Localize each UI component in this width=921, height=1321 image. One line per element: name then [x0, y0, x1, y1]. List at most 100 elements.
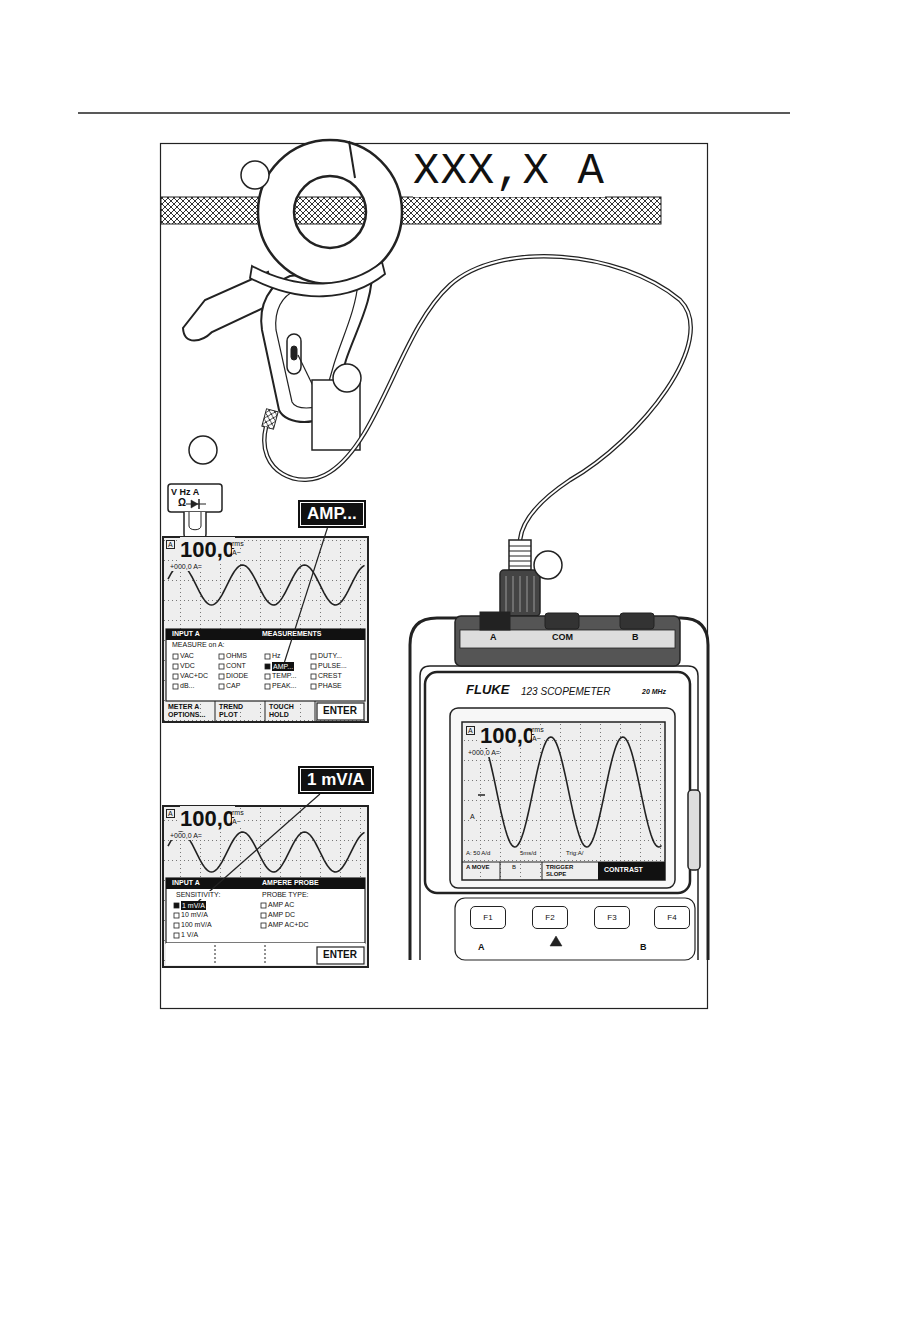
label: TREND PLOT [219, 703, 249, 719]
label: MEASURE on A: [172, 641, 225, 649]
node-text: 1 mV/A [307, 770, 365, 790]
label: VDC [180, 662, 195, 670]
label: CONTRAST [604, 866, 643, 874]
checkbox [173, 654, 178, 659]
label: +000,0 A= [468, 749, 500, 757]
label: CAP [226, 682, 240, 690]
label: A MOVE [466, 864, 496, 871]
label: rms [232, 809, 244, 817]
label: rms [232, 540, 244, 548]
checkbox [311, 654, 316, 659]
label: 100 mV/A [181, 921, 212, 929]
function-button: F4 [654, 906, 690, 929]
checkbox [174, 903, 179, 908]
label: A~ [232, 818, 241, 826]
label: A: 50 A/d [466, 850, 490, 857]
label: PEAK... [272, 682, 297, 690]
label: A [466, 726, 475, 735]
label: Ω [178, 497, 186, 509]
label: CREST [318, 672, 342, 680]
label: VAC [180, 652, 194, 660]
checkbox [311, 674, 316, 679]
function-button: F3 [594, 906, 630, 929]
node-text: F4 [659, 913, 685, 922]
label: B [640, 942, 647, 952]
label: DIODE [226, 672, 248, 680]
checkbox [173, 684, 178, 689]
checkbox [311, 684, 316, 689]
label: +000,0 A= [170, 563, 202, 571]
checkbox [261, 903, 266, 908]
label: A [470, 813, 475, 821]
label: +000,0 A= [170, 832, 202, 840]
label: XXX,X A [413, 146, 605, 197]
label: MEASUREMENTS [262, 630, 322, 638]
callout-circle [189, 161, 562, 579]
conductor [161, 197, 661, 224]
node-text: F3 [599, 913, 625, 922]
label: AMP DC [268, 911, 295, 919]
label: VAC+DC [180, 672, 208, 680]
label: METER A OPTIONS... [168, 703, 214, 719]
label: A [490, 632, 497, 642]
current-clamp [183, 140, 402, 450]
callout-box: 1 mV/A [298, 766, 374, 794]
function-button: F1 [470, 906, 506, 929]
label: A~ [232, 549, 241, 557]
node-text: AMP... [307, 504, 357, 524]
label: Trig:A/ [566, 850, 583, 857]
label: PROBE TYPE: [262, 891, 309, 899]
probe-plug [500, 540, 540, 616]
waveforms [168, 565, 662, 872]
label: Hz [272, 652, 281, 660]
checkbox [219, 684, 224, 689]
label: 100,0 [180, 806, 235, 831]
label: AMP AC+DC [268, 921, 309, 929]
label: TRIGGER SLOPE [546, 864, 590, 878]
label: 100,0 [480, 723, 535, 748]
node-text: F2 [537, 913, 563, 922]
label: 5ms/d [520, 850, 536, 857]
checkbox [265, 664, 270, 669]
function-button: F2 [532, 906, 568, 929]
callout-box: AMP... [298, 500, 366, 528]
sine-trace [486, 737, 662, 847]
label: A [166, 809, 175, 818]
menu-item: AMP... [272, 662, 294, 671]
label: TEMP... [272, 672, 296, 680]
label: COM [552, 632, 573, 642]
checkboxes [173, 654, 316, 938]
checkbox [219, 674, 224, 679]
label: A [166, 540, 175, 549]
node-text: F1 [475, 913, 501, 922]
label: B [512, 864, 516, 871]
label: 20 MHz [642, 688, 666, 696]
checkbox [265, 684, 270, 689]
checkbox [219, 654, 224, 659]
checkbox [173, 664, 178, 669]
cable [264, 256, 690, 540]
checkbox [173, 674, 178, 679]
checkbox [174, 923, 179, 928]
label: TOUCH HOLD [269, 703, 299, 719]
label: SENSITIVITY: [176, 891, 220, 899]
checkbox [265, 674, 270, 679]
label: ENTER [323, 949, 357, 961]
label: A [478, 942, 485, 952]
label: DUTY... [318, 652, 342, 660]
label: 1 V/A [181, 931, 198, 939]
label: INPUT A [172, 630, 200, 638]
label: OHMS [226, 652, 247, 660]
label: ENTER [323, 705, 357, 717]
scopemeter [410, 612, 708, 960]
checkbox [174, 933, 179, 938]
label: AMPERE PROBE [262, 879, 319, 887]
checkbox [265, 654, 270, 659]
sine-trace [168, 832, 365, 872]
label: INPUT A [172, 879, 200, 887]
label: 123 SCOPEMETER [521, 686, 610, 698]
checkbox [174, 913, 179, 918]
checkbox [219, 664, 224, 669]
label: CONT [226, 662, 246, 670]
label: dB... [180, 682, 194, 690]
